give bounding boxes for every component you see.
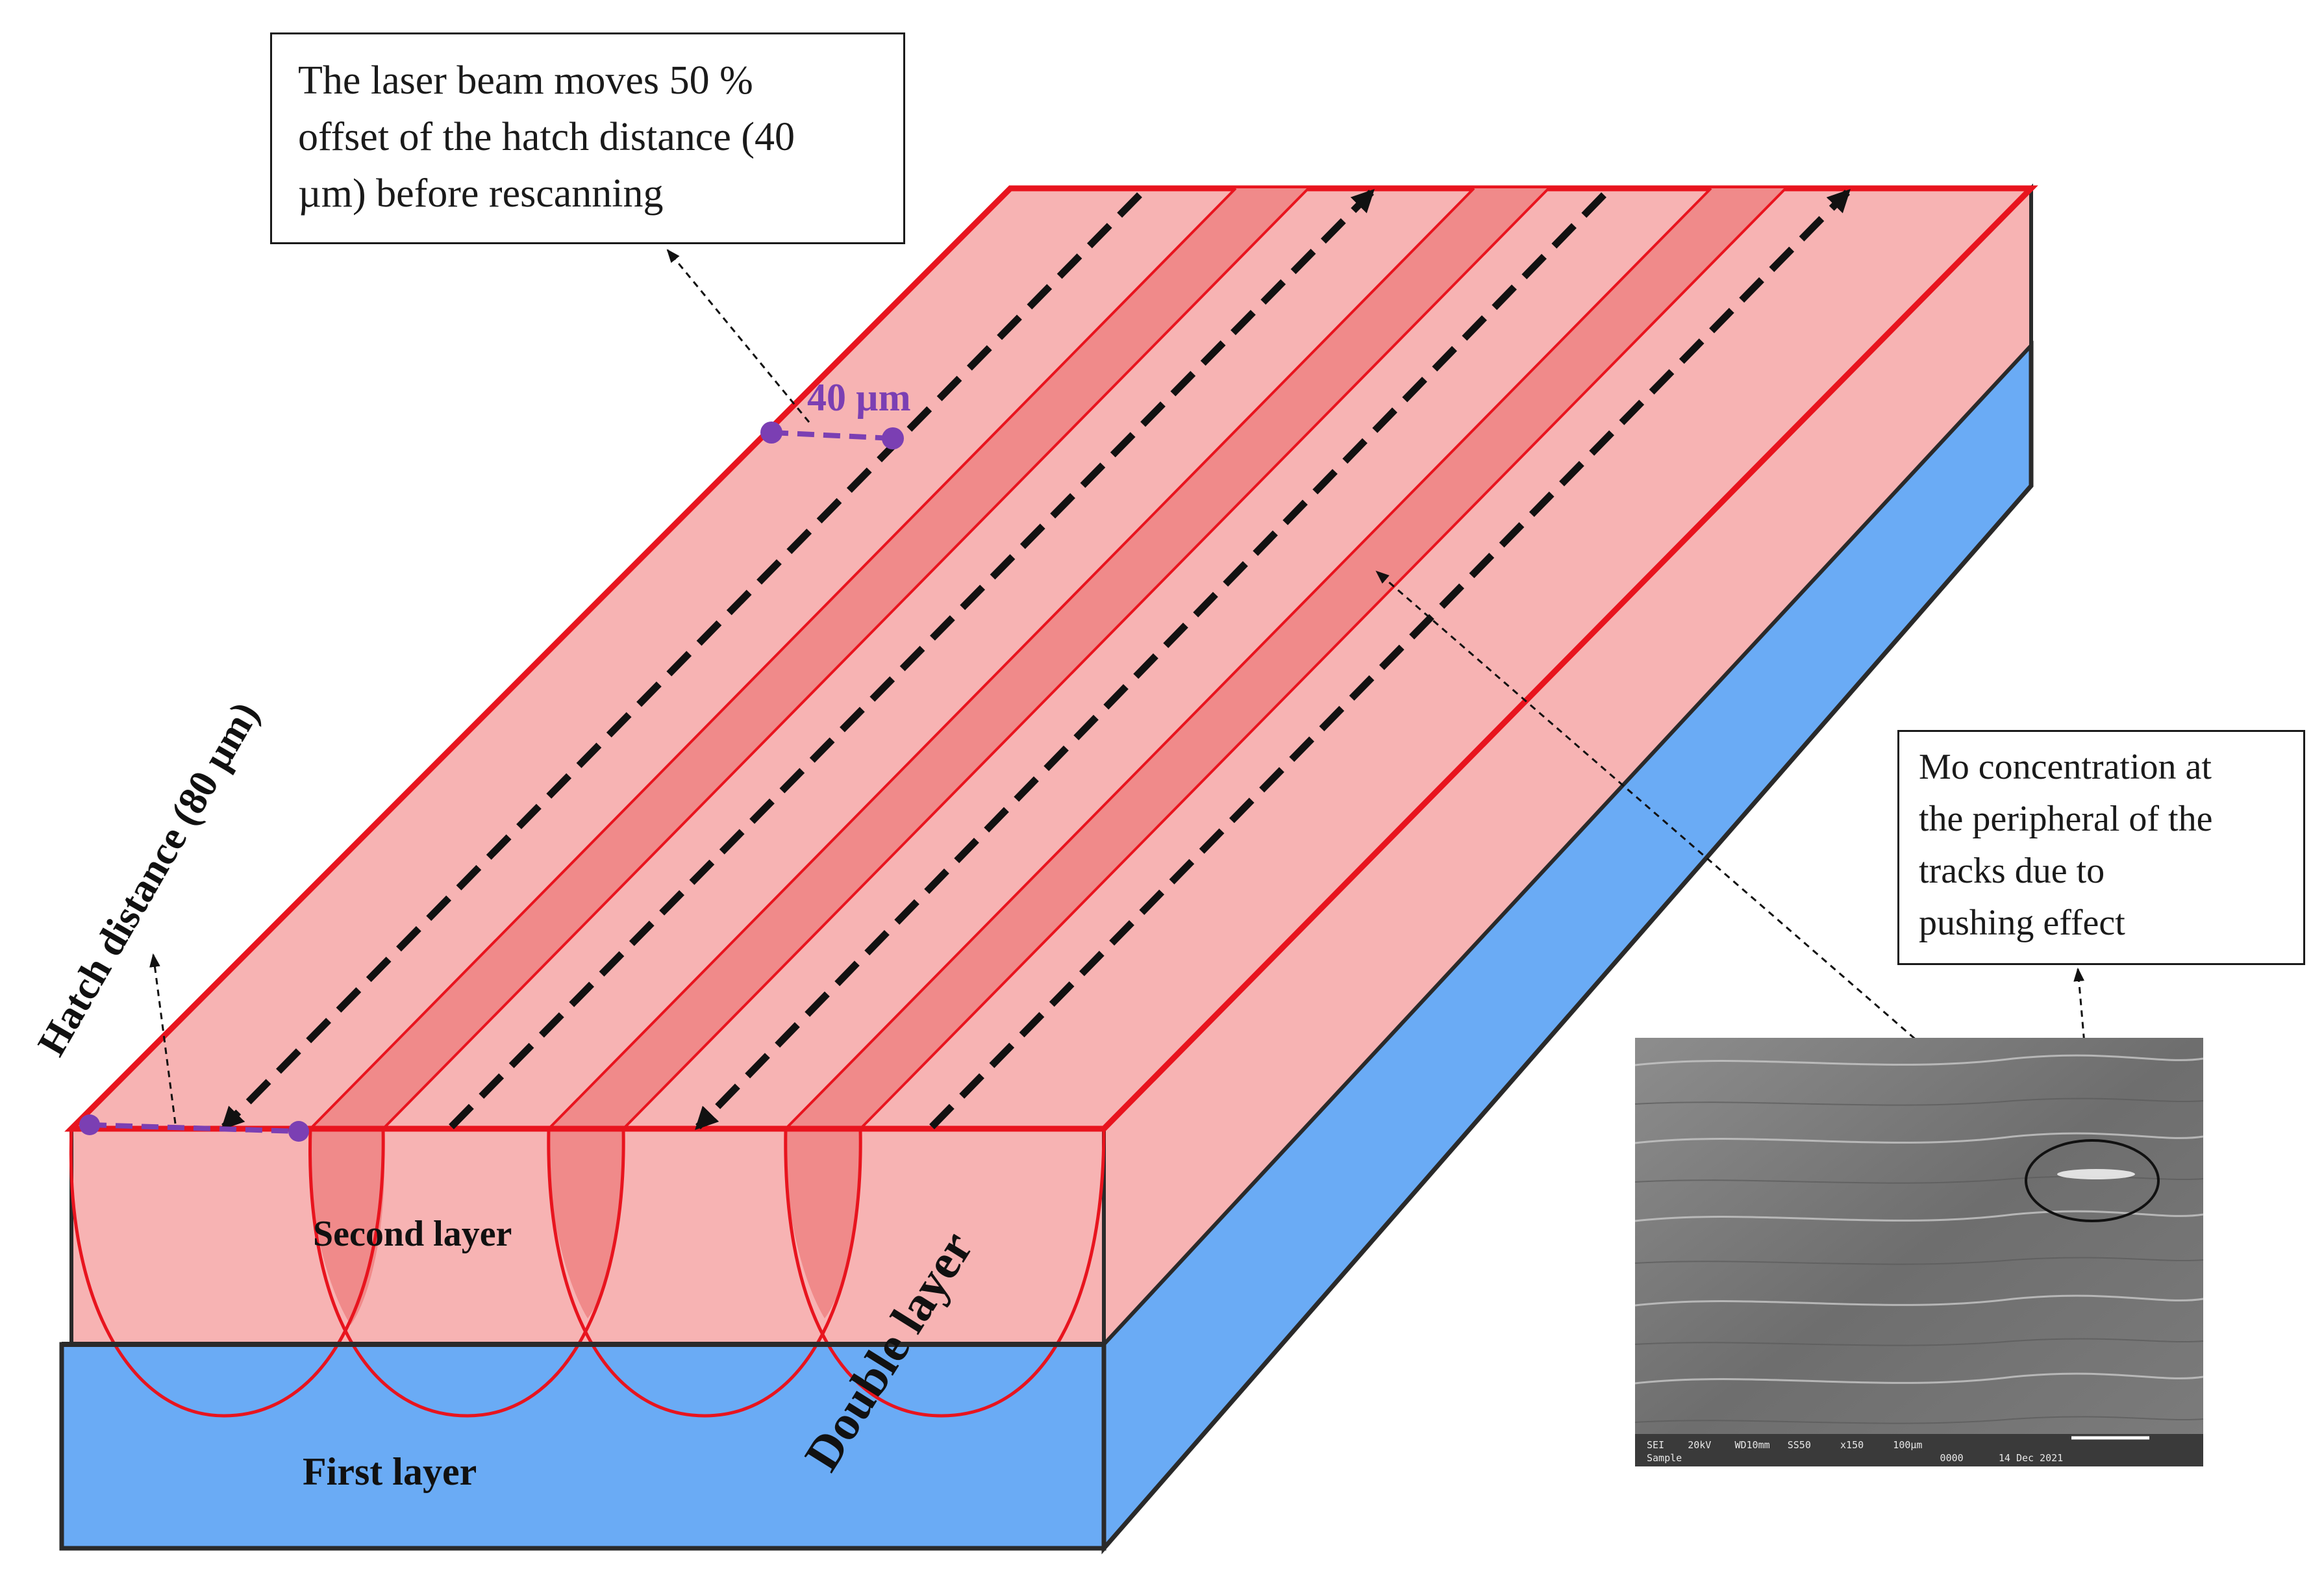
track-boundary-lines bbox=[309, 187, 2032, 1130]
sem-micrograph-inset bbox=[1634, 1038, 2204, 1466]
laser-offset-callout: The laser beam moves 50 % offset of the … bbox=[270, 32, 905, 244]
second-layer-label: Second layer bbox=[313, 1214, 512, 1254]
scan-arrow-4 bbox=[929, 188, 1851, 1129]
sem-info-bar-top: SEI 20kV WD10mm SS50 x150 100µm bbox=[1647, 1439, 1922, 1451]
callout-line: µm) before rescanning bbox=[298, 171, 664, 216]
callout-line: The laser beam moves 50 % bbox=[298, 58, 753, 103]
offset-marker bbox=[760, 421, 904, 449]
mo-concentration-callout: Mo concentration at the peripheral of th… bbox=[1897, 730, 2305, 965]
melt-pool-outlines bbox=[69, 1128, 1106, 1418]
melt-pool-overlap-fills bbox=[310, 1129, 861, 1325]
leader-hatch-label bbox=[149, 953, 177, 1124]
scan-arrow-3 bbox=[695, 192, 1606, 1131]
callout-line: tracks due to bbox=[1919, 851, 2105, 891]
leader-laser-callout bbox=[666, 249, 810, 423]
sem-info-bar-bottom: Sample 0000 14 Dec 2021 bbox=[1647, 1452, 2063, 1464]
callout-line: offset of the hatch distance (40 bbox=[298, 115, 795, 159]
scan-arrow-2 bbox=[449, 188, 1375, 1129]
first-layer-label: First layer bbox=[303, 1450, 477, 1493]
mo-concentration-circle bbox=[2025, 1139, 2160, 1222]
callout-line: Mo concentration at bbox=[1919, 747, 2212, 787]
offset-label: 40 µm bbox=[807, 376, 911, 419]
callout-line: the peripheral of the bbox=[1919, 799, 2213, 839]
front-face-first-layer bbox=[59, 1342, 1106, 1551]
hatch-marker bbox=[79, 1114, 309, 1142]
overlap-bands bbox=[310, 188, 1786, 1129]
scan-arrow-1 bbox=[221, 192, 1142, 1131]
callout-line: pushing effect bbox=[1919, 903, 2125, 943]
scan-path-arrows bbox=[221, 188, 1851, 1131]
